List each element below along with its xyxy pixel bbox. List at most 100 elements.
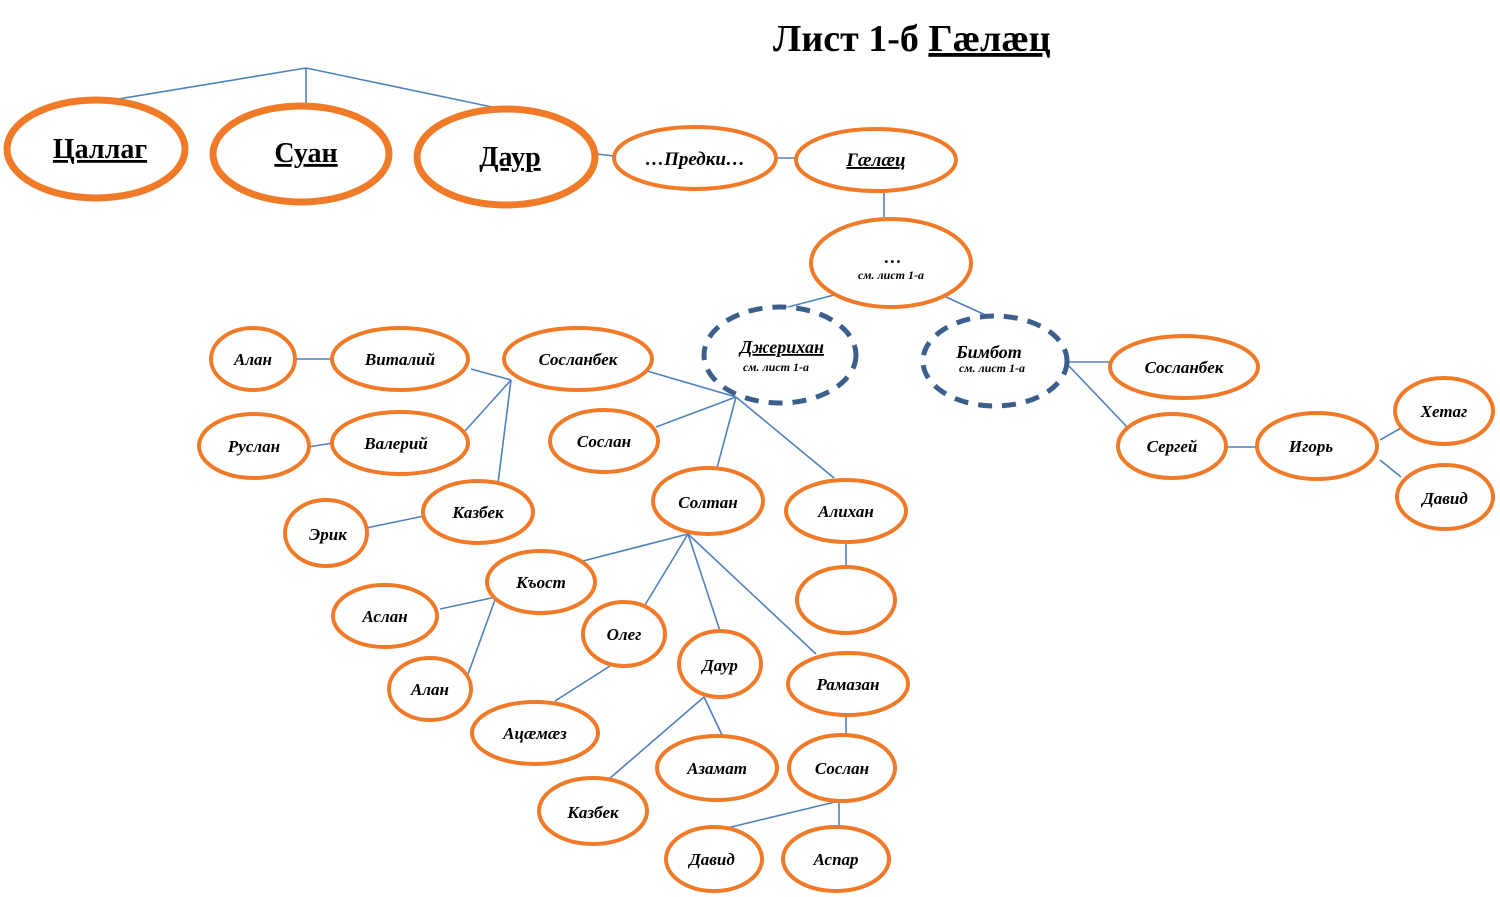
node-soslanbek-l-label: Сосланбек bbox=[539, 350, 618, 369]
node-alikhan: Алихан bbox=[784, 478, 908, 544]
edge bbox=[646, 370, 737, 398]
node-bimbot: Бимбот см. лист 1-а bbox=[920, 313, 1070, 409]
node-ramazan-label: Рамазан bbox=[816, 675, 880, 694]
edge bbox=[439, 596, 497, 610]
node-khetag: Хетаг bbox=[1393, 376, 1495, 446]
node-kazbek-l: Казбек bbox=[421, 479, 535, 545]
node-soslanbek-r: Сосланбек bbox=[1108, 334, 1260, 400]
node-daur-top: Даур bbox=[413, 105, 599, 209]
edge bbox=[726, 800, 840, 829]
node-aslan-label: Аслан bbox=[361, 607, 407, 626]
node-alan-b-label: Алан bbox=[410, 680, 449, 699]
node-gaelaets: Гæлæц bbox=[794, 127, 958, 193]
edge bbox=[716, 396, 737, 469]
edge bbox=[307, 442, 334, 448]
node-alikhan-child bbox=[795, 565, 897, 635]
sheet-title-name: Гæлæц bbox=[928, 18, 1050, 60]
node-ruslan: Руслан bbox=[197, 412, 311, 480]
node-oleg-label: Олег bbox=[607, 625, 642, 644]
node-igor: Игорь bbox=[1255, 411, 1379, 481]
edge bbox=[470, 368, 512, 381]
edge bbox=[703, 696, 723, 736]
node-soltan: Солтан bbox=[651, 466, 765, 536]
node-predki: …Предки… bbox=[612, 125, 778, 191]
node-david-r-label: Давид bbox=[1420, 489, 1468, 508]
node-dzherikhan-label: Джерихан bbox=[738, 337, 824, 357]
edge bbox=[655, 396, 737, 428]
node-aslan: Аслан bbox=[331, 583, 439, 649]
edge bbox=[1379, 427, 1402, 441]
node-ellipsis-label: … bbox=[884, 247, 902, 267]
node-valeriy-label: Валерий bbox=[363, 434, 428, 453]
sheet-title-prefix: Лист 1-б bbox=[773, 18, 919, 60]
node-oleg: Олег bbox=[581, 600, 667, 668]
node-igor-label: Игорь bbox=[1288, 437, 1333, 456]
node-suan-label: Суан bbox=[274, 138, 337, 169]
node-atsaemaez-label: Ацæмæз bbox=[502, 724, 567, 743]
edge bbox=[466, 596, 497, 678]
node-soslan-b-label: Сослан bbox=[815, 759, 869, 778]
edge bbox=[365, 515, 425, 529]
node-david-b-label: Давид bbox=[687, 850, 735, 869]
node-soslan-b: Сослан bbox=[787, 733, 897, 803]
edges bbox=[111, 67, 1402, 829]
node-azamat: Азамат bbox=[655, 734, 779, 802]
node-erik: Эрик bbox=[283, 498, 369, 568]
edge bbox=[497, 379, 512, 484]
node-atsaemaez: Ацæмæз bbox=[470, 700, 600, 766]
node-ellipsis: … см. лист 1-а bbox=[809, 217, 973, 309]
node-aspar: Аспар bbox=[781, 825, 891, 893]
edge bbox=[596, 153, 615, 157]
edge bbox=[1068, 365, 1129, 429]
node-suan: Суан bbox=[209, 102, 393, 206]
edge bbox=[111, 67, 307, 101]
node-soslanbek-r-label: Сосланбек bbox=[1145, 358, 1224, 377]
edge bbox=[687, 533, 817, 655]
node-daur-m-label: Даур bbox=[700, 656, 738, 675]
node-alan-l-label: Алан bbox=[233, 350, 272, 369]
edge bbox=[644, 533, 689, 606]
node-gaelaets-label: Гæлæц bbox=[845, 150, 905, 171]
node-ramazan: Рамазан bbox=[786, 651, 910, 717]
node-alan-b: Алан bbox=[387, 656, 473, 722]
node-valeriy: Валерий bbox=[330, 410, 470, 476]
node-soslan-m: Сослан bbox=[548, 408, 660, 474]
node-khetag-label: Хетаг bbox=[1420, 402, 1468, 421]
edge bbox=[582, 533, 689, 562]
node-ruslan-label: Руслан bbox=[227, 437, 280, 456]
node-ellipsis-note: см. лист 1-а bbox=[858, 268, 924, 282]
node-david-b: Давид bbox=[664, 825, 764, 893]
node-kazbek-b: Казбек bbox=[537, 776, 649, 846]
node-soslanbek-l: Сосланбек bbox=[502, 326, 654, 392]
node-soltan-label: Солтан bbox=[678, 493, 737, 512]
node-kazbek-l-label: Казбек bbox=[451, 503, 504, 522]
node-sergey-label: Сергей bbox=[1147, 437, 1198, 456]
node-bimbot-note: см. лист 1-а bbox=[959, 361, 1025, 375]
node-kazbek-b-label: Казбек bbox=[566, 803, 619, 822]
edge bbox=[687, 533, 721, 632]
node-tsallag-label: Цаллаг bbox=[53, 134, 147, 165]
node-aspar-label: Аспар bbox=[812, 850, 858, 869]
node-david-r: Давид bbox=[1395, 463, 1495, 531]
node-dzherikhan: Джерихан см. лист 1-а bbox=[701, 304, 859, 406]
node-alan-l: Алан bbox=[209, 326, 297, 392]
edge bbox=[305, 67, 493, 108]
node-predki-label: …Предки… bbox=[645, 149, 745, 170]
node-kost: Къост bbox=[485, 549, 597, 615]
node-vitaliy: Виталий bbox=[330, 326, 470, 392]
node-soslan-m-label: Сослан bbox=[577, 432, 631, 451]
node-daur-top-label: Даур bbox=[479, 142, 540, 173]
node-tsallag: Цаллаг bbox=[3, 96, 189, 202]
sheet-title: Лист 1-б Гæлæц bbox=[773, 18, 1051, 60]
node-azamat-label: Азамат bbox=[686, 759, 747, 778]
edge bbox=[554, 665, 611, 702]
node-vitaliy-label: Виталий bbox=[364, 350, 435, 369]
node-dzherikhan-note: см. лист 1-а bbox=[743, 360, 809, 374]
node-erik-label: Эрик bbox=[309, 525, 347, 544]
edge bbox=[1379, 459, 1402, 478]
node-daur-m: Даур bbox=[677, 629, 763, 699]
edge bbox=[608, 696, 705, 780]
edge bbox=[735, 396, 835, 479]
node-alikhan-label: Алихан bbox=[817, 502, 874, 521]
